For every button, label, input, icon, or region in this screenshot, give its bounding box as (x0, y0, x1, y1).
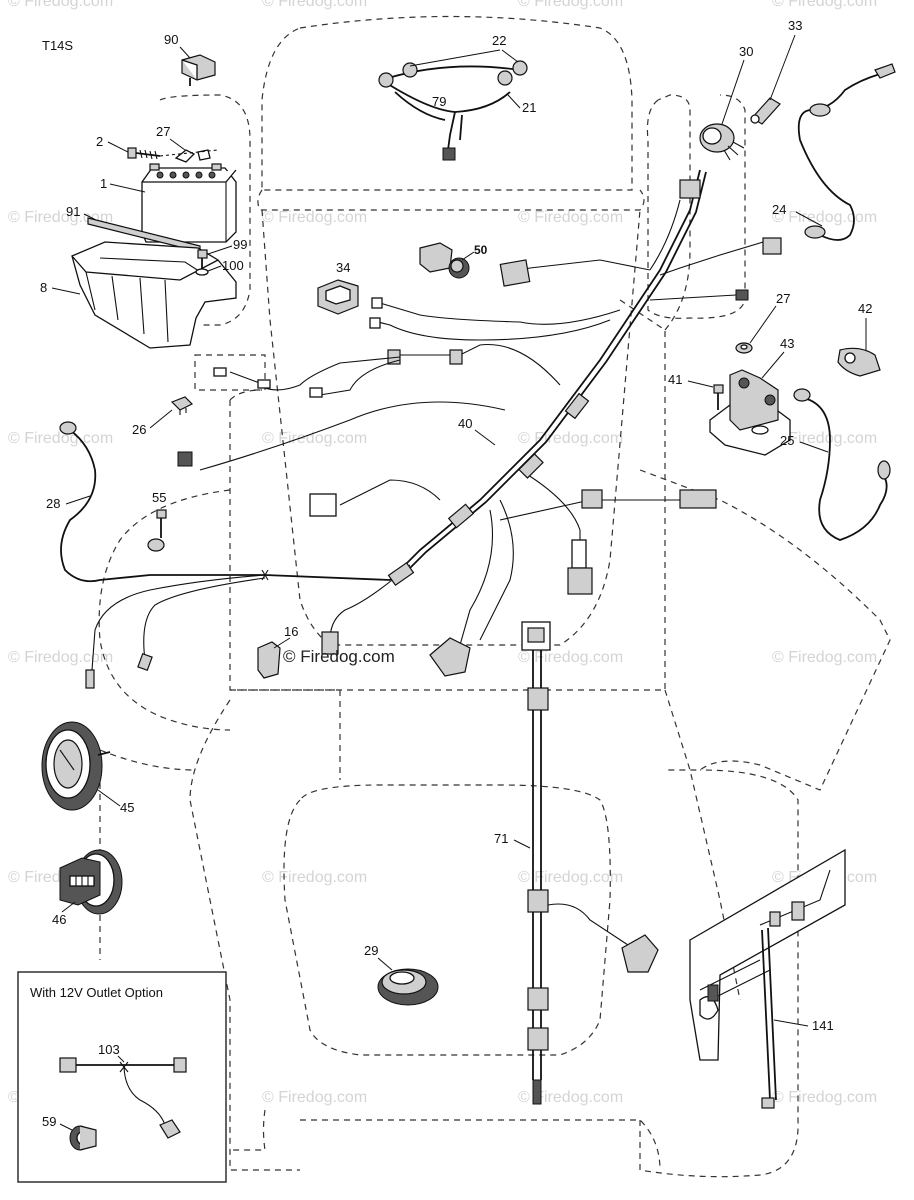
label-2: 2 (96, 134, 103, 149)
svg-text:© Firedog.com: © Firedog.com (772, 1089, 877, 1106)
svg-text:© Firedog.com: © Firedog.com (262, 869, 367, 886)
svg-text:© Firedog.com: © Firedog.com (8, 0, 113, 10)
label-71: 71 (494, 831, 508, 846)
battery-cable-25-icon (793, 388, 891, 541)
label-29: 29 (364, 943, 378, 958)
label-99: 99 (233, 237, 247, 252)
seat-switch-wires-icon (85, 574, 266, 689)
label-30: 30 (739, 44, 753, 59)
option-box-title: With 12V Outlet Option (30, 985, 163, 1000)
svg-text:© Firedog.com: © Firedog.com (262, 1089, 367, 1106)
svg-text:© Firedog.com: © Firedog.com (8, 430, 113, 447)
bracket-141-icon (689, 848, 846, 1109)
svg-text:© Firedog.com: © Firedog.com (8, 209, 113, 226)
label-40: 40 (458, 416, 472, 431)
battery-icon (141, 163, 237, 243)
fuse-icon (170, 396, 194, 415)
switch-34-icon (317, 279, 359, 315)
battery-tray-icon (71, 241, 237, 349)
svg-text:© Firedog.com: © Firedog.com (772, 0, 877, 10)
label-8: 8 (40, 280, 47, 295)
svg-text:© Firedog.com: © Firedog.com (262, 430, 367, 447)
center-watermark: © Firedog.com (283, 647, 395, 666)
connector-90-icon (181, 54, 216, 86)
bolt-99-icon (195, 249, 209, 276)
outlet-icon (69, 1125, 97, 1151)
svg-text:© Firedog.com: © Firedog.com (518, 649, 623, 666)
label-90: 90 (164, 32, 178, 47)
ground-cable-28-icon (59, 421, 391, 583)
svg-text:© Firedog.com: © Firedog.com (262, 209, 367, 226)
rear-harness-71-icon (521, 621, 659, 1105)
ammeter-icon (41, 721, 111, 811)
svg-text:© Firedog.com: © Firedog.com (518, 1089, 623, 1106)
svg-text:© Firedog.com: © Firedog.com (8, 649, 113, 666)
solenoid-icon (709, 369, 791, 456)
svg-text:© Firedog.com: © Firedog.com (518, 209, 623, 226)
label-91: 91 (66, 204, 80, 219)
label-26: 26 (132, 422, 146, 437)
label-45: 45 (120, 800, 134, 815)
relay-16-icon (257, 641, 281, 679)
label-28: 28 (46, 496, 60, 511)
bolt-55-icon (147, 509, 167, 552)
wire-harness-icon (177, 169, 782, 677)
svg-text:© Firedog.com: © Firedog.com (262, 0, 367, 10)
horn-icon (377, 968, 439, 1006)
svg-text:© Firedog.com: © Firedog.com (518, 430, 623, 447)
ignition-switch-icon (699, 123, 745, 161)
label-103: 103 (98, 1042, 120, 1057)
diagram-code: T14S (42, 38, 73, 53)
bolt-41-icon (713, 384, 724, 410)
label-1: 1 (100, 176, 107, 191)
label-79: 79 (432, 94, 446, 109)
pto-switch-50-icon (419, 242, 470, 279)
terminal-boot-42-icon (837, 347, 881, 377)
svg-text:© Firedog.com: © Firedog.com (518, 869, 623, 886)
headlight-harness-icon (378, 60, 528, 161)
label-24: 24 (772, 202, 786, 217)
outlet-option-box: With 12V Outlet Option (17, 971, 227, 1183)
label-34: 34 (336, 260, 350, 275)
svg-text:© Firedog.com: © Firedog.com (518, 0, 623, 10)
svg-text:© Firedog.com: © Firedog.com (772, 649, 877, 666)
label-22: 22 (492, 33, 506, 48)
label-43: 43 (780, 336, 794, 351)
terminal-27-icon (159, 149, 219, 163)
key-33-icon (750, 97, 781, 125)
label-21: 21 (522, 100, 536, 115)
label-50: 50 (474, 243, 488, 257)
svg-text:© Firedog.com: © Firedog.com (772, 430, 877, 447)
bolt-2-icon (127, 147, 161, 160)
hour-meter-icon (59, 849, 123, 915)
label-27a: 27 (156, 124, 170, 139)
label-27b: 27 (776, 291, 790, 306)
label-55: 55 (152, 490, 166, 505)
label-100: 100 (222, 258, 244, 273)
label-46: 46 (52, 912, 66, 927)
nut-27b-icon (735, 342, 753, 354)
battery-cable-24-icon (797, 63, 896, 241)
label-42: 42 (858, 301, 872, 316)
svg-text:© Firedog.com: © Firedog.com (772, 209, 877, 226)
label-25: 25 (780, 433, 794, 448)
label-59: 59 (42, 1114, 56, 1129)
label-16: 16 (284, 624, 298, 639)
label-41: 41 (668, 372, 682, 387)
label-141: 141 (812, 1018, 834, 1033)
label-33: 33 (788, 18, 802, 33)
